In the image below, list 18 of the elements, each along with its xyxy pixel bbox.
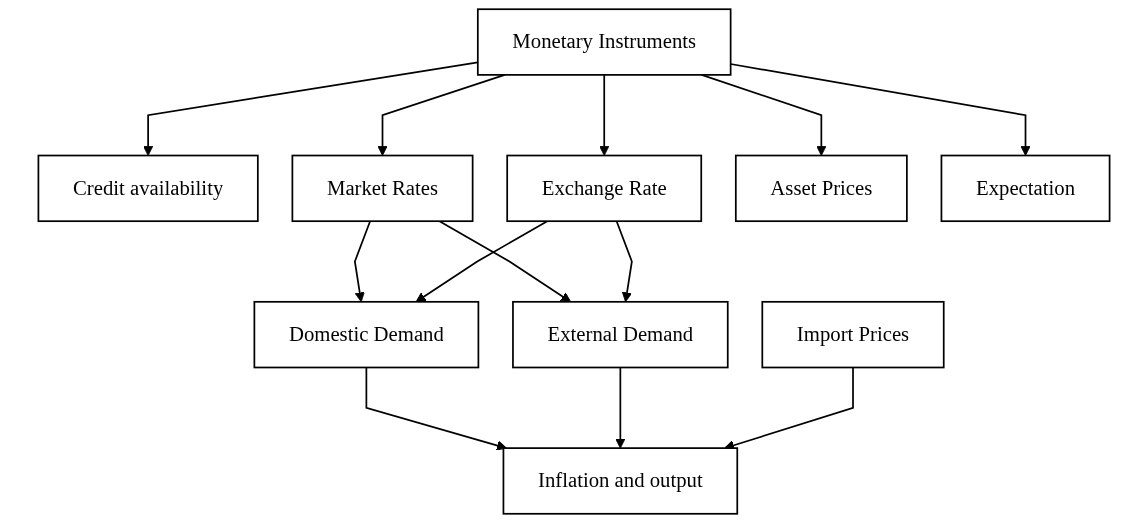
node-box: Monetary Instruments <box>476 8 732 76</box>
node-box: Asset Prices <box>734 154 908 223</box>
arrow <box>615 220 633 303</box>
node-box: Expectation <box>940 154 1111 223</box>
node-box: Inflation and output <box>502 447 739 515</box>
node-box: External Demand <box>512 300 729 369</box>
node-box: Import Prices <box>761 300 945 369</box>
arrow <box>438 220 572 303</box>
node-box: Exchange Rate <box>506 154 703 223</box>
arrow <box>365 366 507 451</box>
node-box: Domestic Demand <box>253 300 480 369</box>
arrow <box>615 366 626 449</box>
arrow <box>599 74 610 156</box>
arrow <box>377 74 506 156</box>
node-box: Credit availability <box>37 154 259 223</box>
arrow <box>415 220 549 303</box>
node-box: Market Rates <box>291 154 474 223</box>
arrow <box>353 220 371 303</box>
